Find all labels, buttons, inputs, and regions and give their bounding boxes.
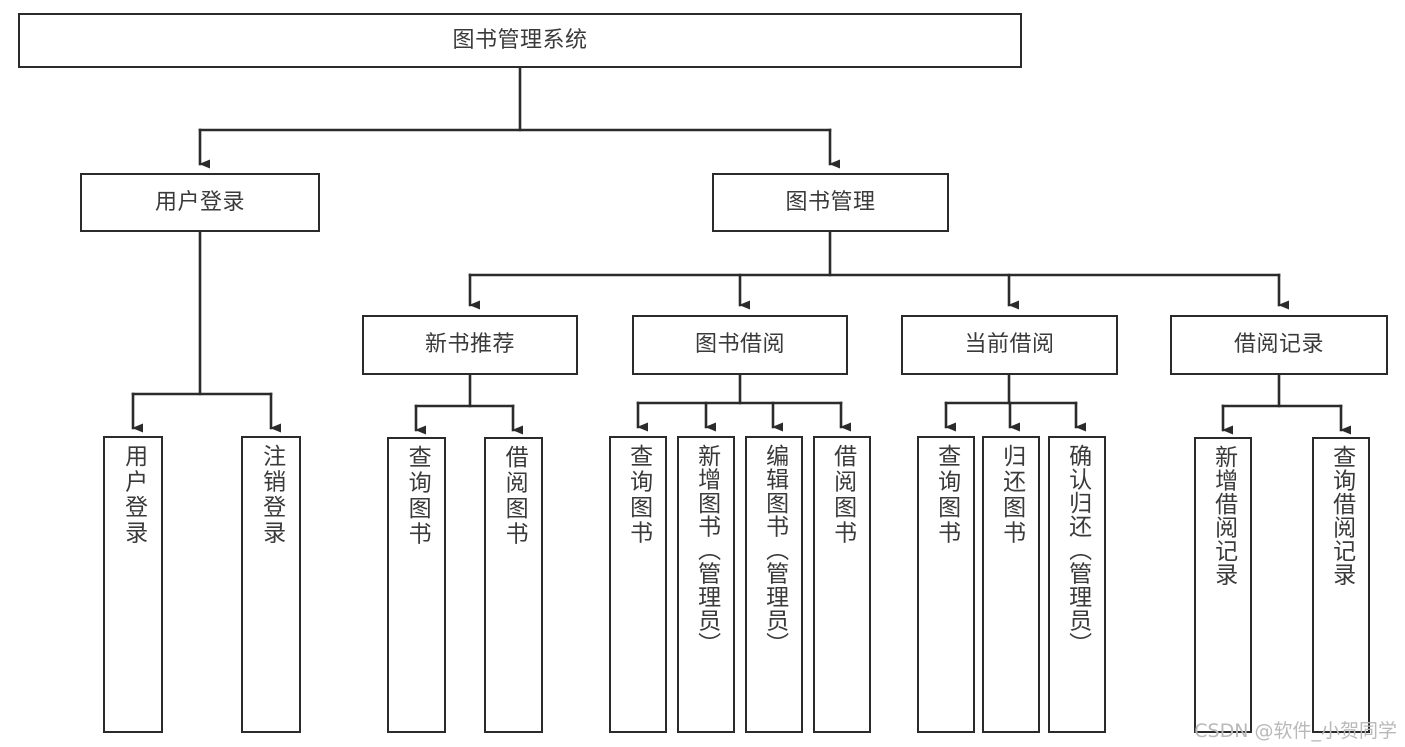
node-leaf-borrow-book-1[interactable]: 借阅图书 <box>484 437 543 733</box>
node-leaf-add-record[interactable]: 新增借阅记录 <box>1194 437 1252 733</box>
node-leaf-query-book-1[interactable]: 查询图书 <box>387 437 446 733</box>
node-leaf-query-record[interactable]: 查询借阅记录 <box>1312 437 1370 733</box>
node-user-login[interactable]: 用户登录 <box>80 173 320 232</box>
node-leaf-user-logout[interactable]: 注销登录 <box>241 436 301 733</box>
node-label-leaf-confirm-return: 确认归还（管理员） <box>1064 444 1091 656</box>
node-book-borrow[interactable]: 图书借阅 <box>632 315 848 375</box>
node-label-leaf-user-login: 用户登录 <box>120 444 147 546</box>
node-label-leaf-edit-book: 编辑图书（管理员） <box>761 444 788 656</box>
node-borrow-record[interactable]: 借阅记录 <box>1170 315 1388 375</box>
node-label-leaf-return-book: 归还图书 <box>998 444 1025 546</box>
node-leaf-query-book-3[interactable]: 查询图书 <box>917 436 975 733</box>
node-label-leaf-user-logout: 注销登录 <box>258 444 285 546</box>
node-label-user-login: 用户登录 <box>154 189 245 215</box>
node-root-book-management-system[interactable]: 图书管理系统 <box>18 13 1022 68</box>
node-label-book-manage: 图书管理 <box>785 189 876 215</box>
node-leaf-edit-book[interactable]: 编辑图书（管理员） <box>745 436 803 733</box>
node-book-manage[interactable]: 图书管理 <box>712 173 949 232</box>
node-label-leaf-query-book-1: 查询图书 <box>404 445 431 547</box>
node-leaf-confirm-return[interactable]: 确认归还（管理员） <box>1048 436 1106 733</box>
node-label-leaf-query-record: 查询借阅记录 <box>1328 445 1355 586</box>
node-label-leaf-query-book-3: 查询图书 <box>933 444 960 546</box>
node-label-leaf-borrow-book-1: 借阅图书 <box>501 445 528 547</box>
node-leaf-add-book[interactable]: 新增图书（管理员） <box>677 436 735 733</box>
node-label-leaf-query-book-2: 查询图书 <box>625 444 652 546</box>
node-label-leaf-add-book: 新增图书（管理员） <box>693 444 720 656</box>
node-current-borrow[interactable]: 当前借阅 <box>901 315 1118 375</box>
node-label-borrow-record: 借阅记录 <box>1233 332 1324 358</box>
node-leaf-query-book-2[interactable]: 查询图书 <box>609 436 667 733</box>
node-label-leaf-borrow-book-2: 借阅图书 <box>829 444 856 546</box>
node-new-book-recommend[interactable]: 新书推荐 <box>362 315 578 375</box>
node-leaf-return-book[interactable]: 归还图书 <box>982 436 1040 733</box>
node-label-book-borrow: 图书借阅 <box>694 332 785 358</box>
node-leaf-user-login[interactable]: 用户登录 <box>103 436 163 733</box>
node-label-new-book-recommend: 新书推荐 <box>424 332 515 358</box>
node-label-leaf-add-record: 新增借阅记录 <box>1210 445 1237 586</box>
node-leaf-borrow-book-2[interactable]: 借阅图书 <box>813 436 871 733</box>
node-label-current-borrow: 当前借阅 <box>964 332 1055 358</box>
node-label-root: 图书管理系统 <box>452 27 588 53</box>
